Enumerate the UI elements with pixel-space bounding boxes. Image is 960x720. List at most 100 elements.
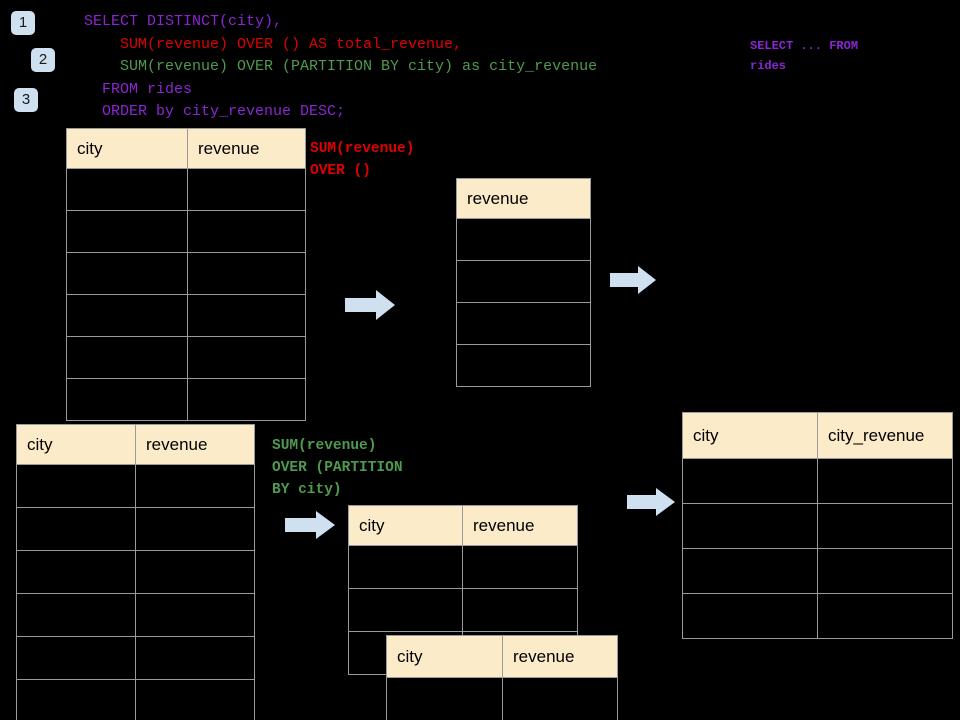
- table-cell: [66, 294, 188, 337]
- table-row: [682, 503, 953, 549]
- table-row: [16, 593, 255, 637]
- table-cell: [348, 588, 463, 632]
- table-final-result: city city_revenue: [682, 412, 953, 639]
- table-row: [66, 378, 306, 421]
- column-header-city: city: [348, 505, 463, 546]
- table-cell: [502, 677, 618, 720]
- table-row: [66, 336, 306, 379]
- column-header-revenue: revenue: [462, 505, 578, 546]
- annotation-total-revenue-line2: OVER (): [310, 163, 371, 179]
- annotation-city-revenue-line3: BY city): [272, 482, 342, 498]
- table-cell: [386, 677, 503, 720]
- table-cell: [16, 679, 136, 720]
- table-cell: [462, 588, 578, 632]
- table-total-revenue-result: revenue: [456, 178, 591, 387]
- table-row: [66, 210, 306, 253]
- table-cell: [135, 593, 255, 637]
- table-cell: [66, 378, 188, 421]
- side-note-rides: rides: [750, 59, 787, 73]
- table-row: [66, 168, 306, 211]
- table-cell: [817, 458, 953, 504]
- table-cell: [135, 507, 255, 551]
- column-header-revenue: revenue: [135, 424, 255, 465]
- table-cell: [187, 210, 306, 253]
- table-cell: [16, 593, 136, 637]
- table-row: [456, 302, 591, 345]
- table-cell: [817, 503, 953, 549]
- column-header-revenue: revenue: [187, 128, 306, 169]
- step-badge-3: 3: [14, 88, 38, 112]
- step-badge-1: 1: [11, 11, 35, 35]
- sql-line-city-revenue: SUM(revenue) OVER (PARTITION BY city) as…: [84, 58, 598, 75]
- table-row: [348, 545, 578, 589]
- table-cell: [66, 168, 188, 211]
- column-header-city: city: [682, 412, 818, 459]
- table-header-row: revenue: [456, 178, 591, 219]
- table-cell: [16, 507, 136, 551]
- table-cell: [187, 336, 306, 379]
- table-cell: [66, 210, 188, 253]
- table-row: [16, 464, 255, 508]
- table-header-row: city revenue: [66, 128, 306, 169]
- sql-line-order-by: ORDER by city_revenue DESC;: [84, 103, 346, 120]
- table-row: [386, 677, 618, 720]
- column-header-revenue: revenue: [502, 635, 618, 678]
- table-cell: [817, 548, 953, 594]
- table-row: [456, 218, 591, 261]
- table-rides-source-top: city revenue: [66, 128, 306, 421]
- table-row: [16, 507, 255, 551]
- table-row: [682, 458, 953, 504]
- table-cell: [682, 458, 818, 504]
- sql-line-select: SELECT DISTINCT(city),: [84, 13, 283, 30]
- table-cell: [16, 550, 136, 594]
- table-header-row: city city_revenue: [682, 412, 953, 459]
- table-cell: [817, 593, 953, 639]
- table-cell: [456, 218, 591, 261]
- table-cell: [16, 636, 136, 680]
- table-cell: [187, 294, 306, 337]
- arrow-right-icon-bottom-right: [627, 487, 675, 517]
- annotation-city-revenue-line2: OVER (PARTITION: [272, 460, 403, 476]
- table-row: [16, 636, 255, 680]
- table-header-row: city revenue: [386, 635, 618, 678]
- table-cell: [456, 302, 591, 345]
- side-note-select-from: SELECT ... FROM: [750, 39, 859, 53]
- table-row: [682, 593, 953, 639]
- arrow-right-icon-top-left: [345, 289, 395, 321]
- column-header-city-revenue: city_revenue: [817, 412, 953, 459]
- table-cell: [16, 464, 136, 508]
- table-row: [16, 679, 255, 720]
- arrow-right-icon-bottom-left: [285, 510, 335, 540]
- step-badge-2: 2: [31, 48, 55, 72]
- column-header-revenue: revenue: [456, 178, 591, 219]
- sql-line-total-revenue: SUM(revenue) OVER () AS total_revenue,: [84, 36, 463, 53]
- table-cell: [462, 545, 578, 589]
- table-row: [682, 548, 953, 594]
- table-cell: [66, 336, 188, 379]
- table-cell: [682, 548, 818, 594]
- arrow-right-icon-top-right: [610, 265, 656, 295]
- table-row: [348, 588, 578, 632]
- table-row: [16, 550, 255, 594]
- table-cell: [135, 464, 255, 508]
- column-header-city: city: [66, 128, 188, 169]
- table-row: [456, 260, 591, 303]
- table-row: [66, 252, 306, 295]
- table-row: [456, 344, 591, 387]
- annotation-total-revenue-line1: SUM(revenue): [310, 141, 415, 157]
- table-cell: [187, 378, 306, 421]
- table-cell: [135, 679, 255, 720]
- table-row: [66, 294, 306, 337]
- table-cell: [135, 636, 255, 680]
- table-cell: [456, 260, 591, 303]
- column-header-city: city: [16, 424, 136, 465]
- table-cell: [348, 545, 463, 589]
- table-cell: [682, 593, 818, 639]
- table-cell: [187, 168, 306, 211]
- table-cell: [682, 503, 818, 549]
- annotation-city-revenue-line1: SUM(revenue): [272, 438, 377, 454]
- column-header-city: city: [386, 635, 503, 678]
- table-header-row: city revenue: [348, 505, 578, 546]
- sql-line-from: FROM rides: [84, 81, 193, 98]
